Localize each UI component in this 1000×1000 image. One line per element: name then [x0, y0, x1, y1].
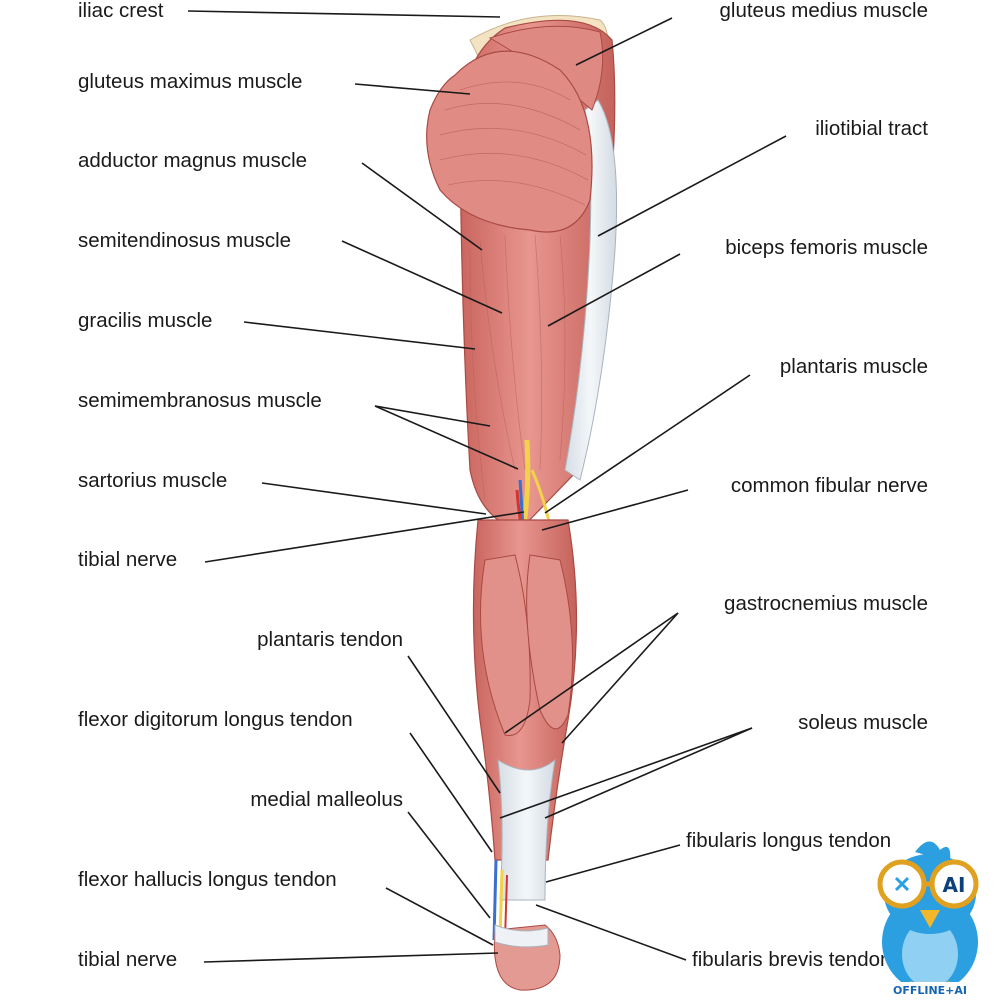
watermark-mascot: AI OFFLINE+AI: [877, 841, 982, 998]
label-iliotibial-tract: iliotibial tract: [815, 117, 928, 140]
label-soleus: soleus muscle: [798, 711, 928, 734]
label-tibial-nerve-upper: tibial nerve: [78, 548, 178, 571]
label-plantaris-muscle: plantaris muscle: [779, 355, 928, 378]
label-biceps-femoris: biceps femoris muscle: [725, 236, 928, 259]
label-flexor-digitorum-longus-tendon: flexor digitorum longus tendon: [78, 708, 353, 731]
watermark-badge-text: AI: [943, 873, 966, 897]
watermark-banner-text: OFFLINE+AI: [893, 984, 967, 997]
achilles-tendon-shape: [497, 758, 556, 901]
label-fibularis-brevis-tendon: fibularis brevis tendon: [692, 948, 892, 971]
label-gastrocnemius: gastrocnemius muscle: [724, 592, 928, 615]
label-gracilis: gracilis muscle: [78, 309, 213, 332]
label-iliac-crest: iliac crest: [78, 0, 164, 22]
label-adductor-magnus: adductor magnus muscle: [78, 149, 308, 172]
gluteus-maximus-shape: [426, 50, 593, 233]
label-tibial-nerve-lower: tibial nerve: [78, 948, 178, 971]
gastrocnemius-medial-head: [480, 554, 531, 737]
label-common-fibular-nerve: common fibular nerve: [730, 474, 928, 497]
iliotibial-tract-shape: [564, 99, 618, 481]
label-semitendinosus: semitendinosus muscle: [78, 229, 292, 252]
label-plantaris-tendon: plantaris tendon: [257, 628, 403, 651]
label-flexor-hallucis-longus-tendon: flexor hallucis longus tendon: [78, 868, 337, 891]
label-medial-malleolus: medial malleolus: [250, 788, 403, 811]
gastrocnemius-lateral-head: [526, 554, 573, 730]
label-semimembranosus: semimembranosus muscle: [78, 389, 322, 412]
label-fibularis-longus-tendon: fibularis longus tendon: [686, 829, 892, 852]
label-gluteus-maximus: gluteus maximus muscle: [78, 70, 303, 93]
label-sartorius: sartorius muscle: [78, 469, 228, 492]
label-gluteus-medius: gluteus medius muscle: [719, 0, 928, 22]
